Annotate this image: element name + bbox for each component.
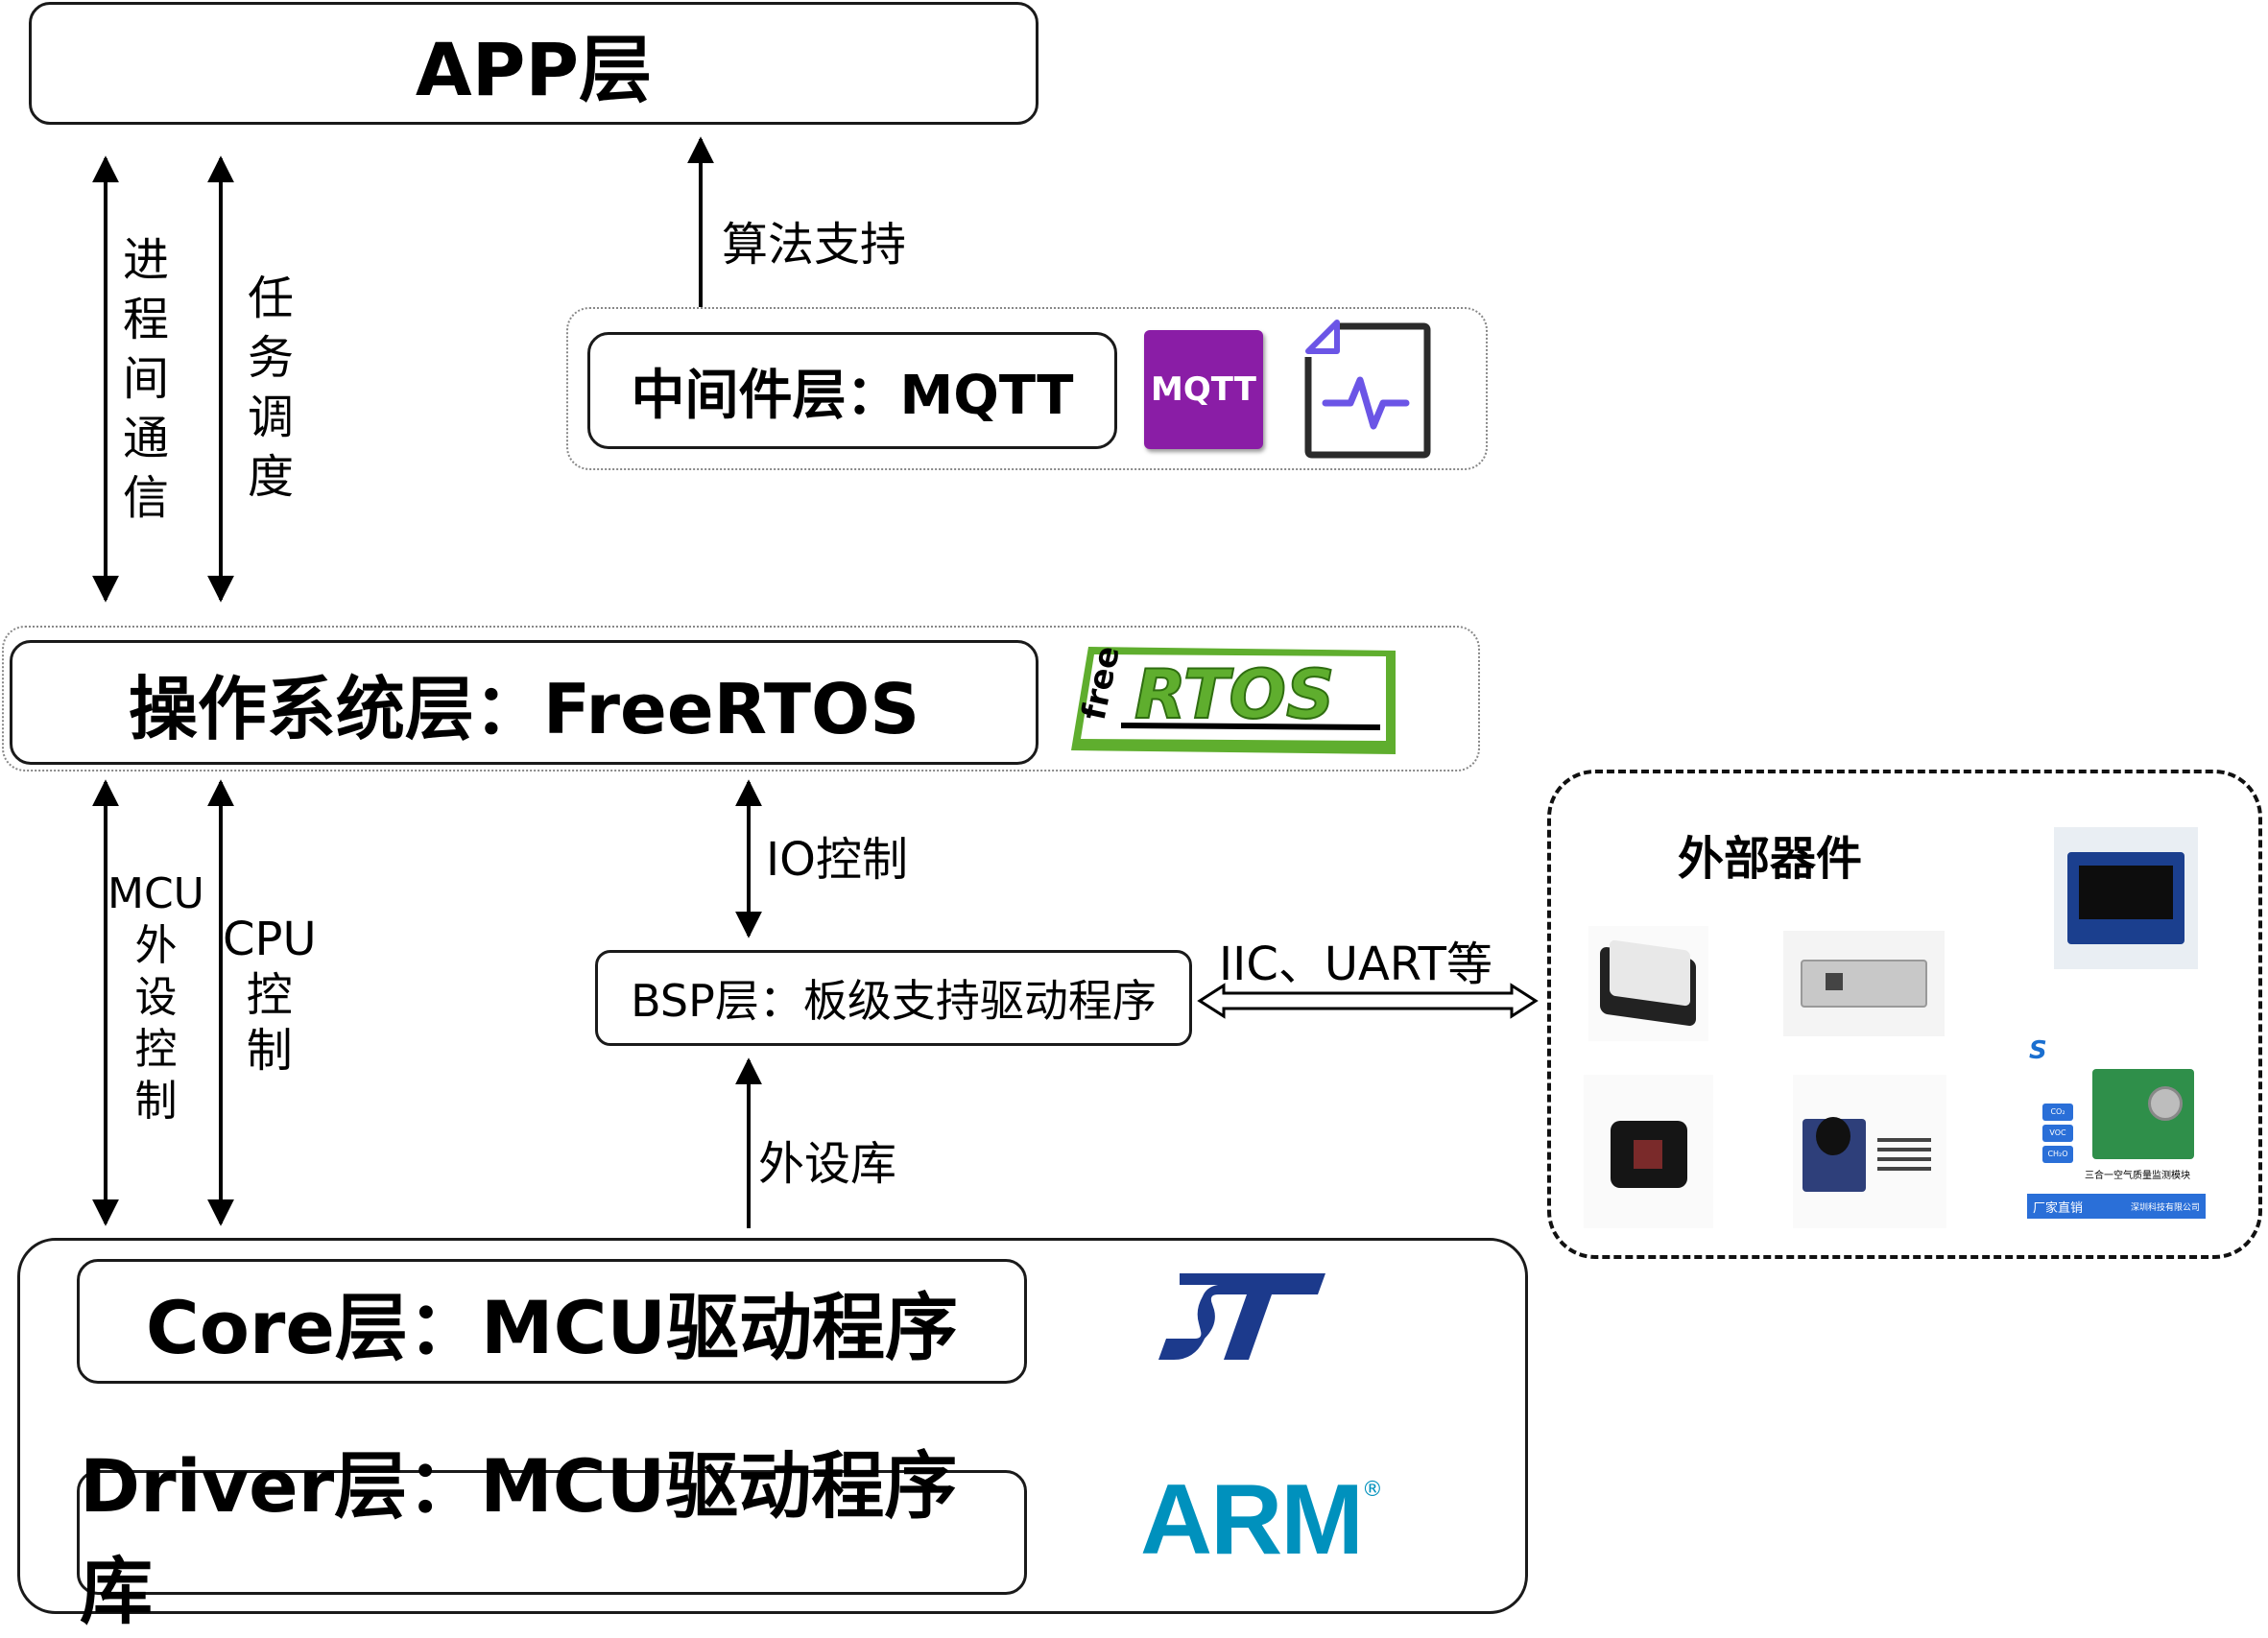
arm-logo: ARM ® xyxy=(1140,1464,1383,1576)
app-layer-label: APP层 xyxy=(415,27,653,112)
app-layer-box: APP层 xyxy=(29,2,1039,125)
external-devices-group xyxy=(1547,770,2262,1259)
middleware-layer-label: 中间件层：MQTT xyxy=(631,364,1074,427)
ai-file-icon xyxy=(1301,319,1435,463)
sched-label: 任务调度 xyxy=(248,272,295,504)
sensor-module-thumb-1 xyxy=(1588,926,1708,1041)
external-devices-title: 外部器件 xyxy=(1678,832,1863,886)
ipc-label: 进程间通信 xyxy=(123,233,170,525)
hardware-group xyxy=(17,1238,1528,1614)
st-logo xyxy=(1157,1271,1329,1367)
bsp-layer-box: BSP层：板级支持驱动程序 xyxy=(595,950,1192,1046)
bus-label: IIC、UART等 xyxy=(1219,938,1492,991)
bus-double-arrow xyxy=(1197,983,1539,1019)
freertos-logo: free RTOS xyxy=(1063,641,1401,760)
driver-layer-box: Driver层：MCU驱动程序库 xyxy=(77,1443,1027,1634)
middleware-layer-box: 中间件层：MQTT xyxy=(587,332,1117,449)
core-layer-box: Core层：MCU驱动程序 xyxy=(77,1259,1027,1384)
oled-display-thumb xyxy=(2054,827,2198,969)
io-label: IO控制 xyxy=(766,833,908,887)
os-layer-box: 操作系统层：FreeRTOS xyxy=(10,640,1039,765)
core-layer-label: Core层：MCU驱动程序 xyxy=(145,1285,959,1370)
mqtt-logo: MQTT xyxy=(1144,330,1263,449)
middleware-group xyxy=(566,307,1488,470)
os-group xyxy=(2,626,1480,772)
air-quality-module-thumb: S CO₂ VOC CH₂O 三合一空气质量监测模块 厂家直销 深圳科技有限公司 xyxy=(2023,1036,2206,1223)
bsp-layer-label: BSP层：板级支持驱动程序 xyxy=(631,975,1157,1027)
svg-text:RTOS: RTOS xyxy=(1134,655,1334,734)
periph-lib-label: 外设库 xyxy=(758,1137,897,1191)
sensor-module-thumb-4 xyxy=(1793,1075,1946,1228)
sensor-module-thumb-3 xyxy=(1584,1075,1713,1228)
driver-layer-label: Driver层：MCU驱动程序库 xyxy=(80,1443,958,1634)
os-layer-label: 操作系统层：FreeRTOS xyxy=(128,668,920,749)
sensor-module-thumb-2 xyxy=(1783,931,1945,1036)
algo-label: 算法支持 xyxy=(722,218,907,272)
